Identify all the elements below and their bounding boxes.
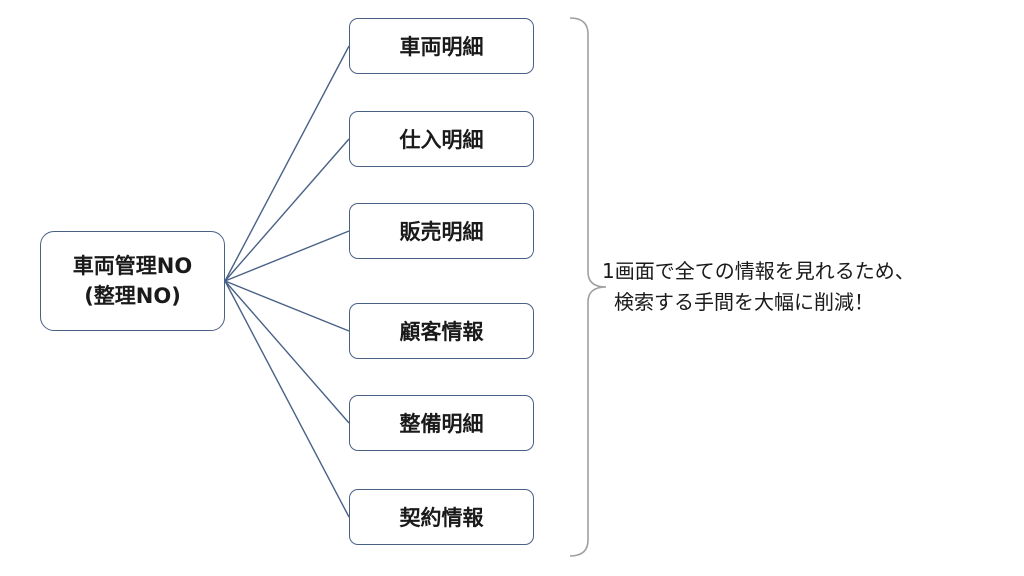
child-node-customer-info: 顧客情報 — [349, 303, 534, 359]
connector-line-2 — [224, 230, 350, 282]
summary-note-line1: 1画面で全ての情報を見れるため、 — [602, 259, 915, 283]
child-node-label: 販売明細 — [399, 220, 484, 244]
connector-line-3 — [224, 280, 350, 332]
summary-note-line2: 検索する手間を大幅に削減！ — [614, 290, 874, 314]
connector-line-1 — [224, 138, 350, 282]
child-node-label: 顧客情報 — [399, 320, 484, 344]
connector-lines — [224, 45, 350, 518]
child-node-label: 車両明細 — [399, 35, 484, 59]
child-node-label: 仕入明細 — [399, 128, 484, 152]
child-node-label: 契約情報 — [399, 506, 484, 530]
root-node-label-line2: (整理NO) — [84, 284, 181, 308]
root-node-label-line1: 車両管理NO — [72, 254, 193, 278]
right-curly-brace — [569, 17, 607, 557]
child-node-contract-info: 契約情報 — [349, 489, 534, 545]
child-node-purchase-details: 仕入明細 — [349, 111, 534, 167]
child-node-vehicle-details: 車両明細 — [349, 18, 534, 74]
child-node-maintenance-details: 整備明細 — [349, 395, 534, 451]
summary-note: 1画面で全ての情報を見れるため、 検索する手間を大幅に削減！ — [602, 256, 1022, 318]
connector-line-4 — [224, 280, 350, 424]
child-node-sales-details: 販売明細 — [349, 203, 534, 259]
connector-line-0 — [224, 45, 350, 282]
root-node-vehicle-management-no: 車両管理NO (整理NO) — [40, 231, 225, 331]
connector-line-5 — [224, 280, 350, 518]
child-node-label: 整備明細 — [399, 412, 484, 436]
